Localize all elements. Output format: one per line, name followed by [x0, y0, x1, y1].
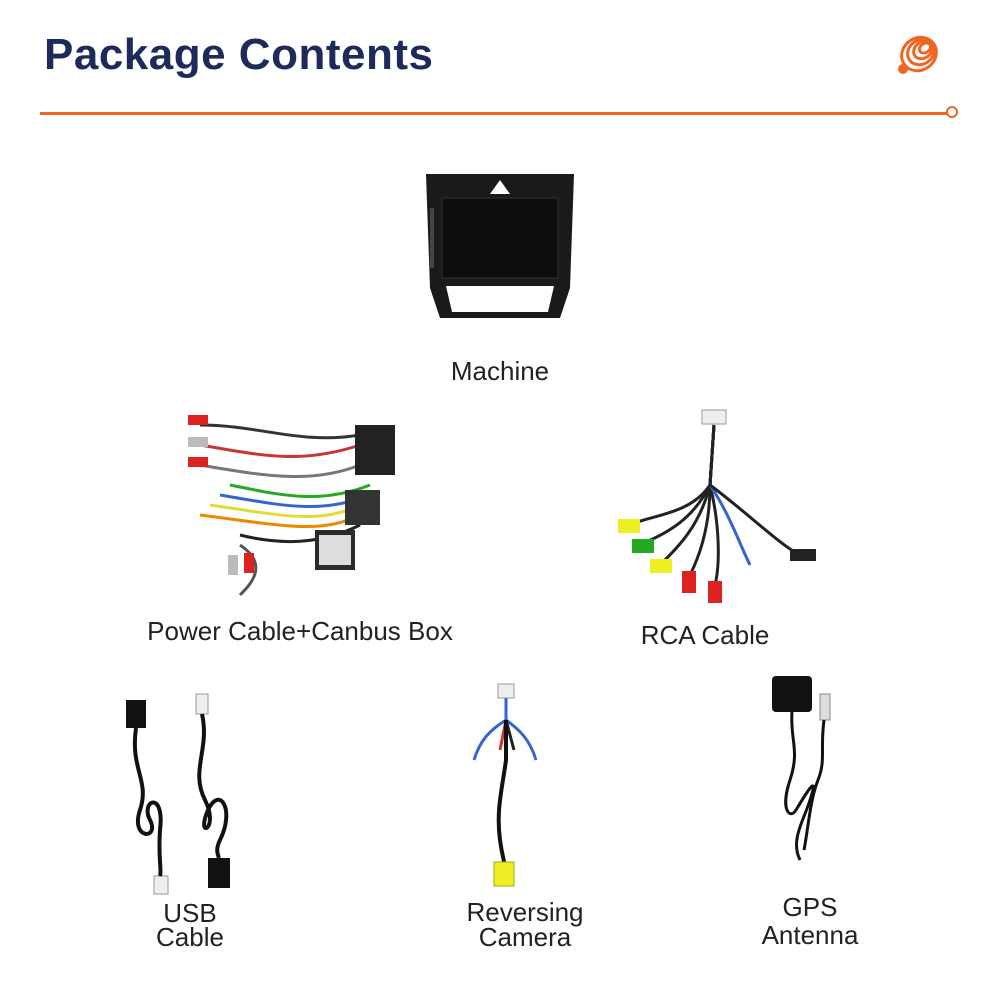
head-unit-screen-icon: [420, 168, 580, 338]
reversing-camera-label-line2: Camera: [478, 922, 572, 952]
header-divider: [40, 112, 948, 115]
reversing-camera-label-line1: Reversing: [466, 897, 584, 927]
gps-antenna-label-line2: Antenna: [761, 920, 859, 950]
machine-label: Machine: [450, 356, 550, 386]
usb-cable-item: [120, 690, 260, 900]
power-cable-label: Power Cable+Canbus Box: [147, 616, 453, 646]
usb-cable-label-line1: USB: [163, 898, 217, 928]
gps-antenna-label-line1: GPS: [782, 892, 838, 922]
reversing-camera-cable-icon: [460, 680, 560, 890]
divider-end-dot: [946, 106, 958, 118]
rca-cable-item: [610, 405, 830, 605]
machine-item: [420, 168, 580, 338]
gps-antenna-icon: [760, 670, 850, 880]
usb-cable-icon: [120, 690, 260, 900]
orange-spiral-logo-icon: [893, 24, 949, 80]
page-title: Package Contents: [44, 30, 434, 79]
gps-antenna-item: [760, 670, 850, 880]
reversing-camera-item: [460, 680, 560, 890]
power-cable-item: [180, 405, 420, 605]
usb-cable-label-line2: Cable: [156, 922, 224, 952]
rca-cable-icon: [610, 405, 830, 605]
wiring-harness-icon: [180, 405, 420, 605]
rca-cable-label: RCA Cable: [640, 620, 770, 650]
